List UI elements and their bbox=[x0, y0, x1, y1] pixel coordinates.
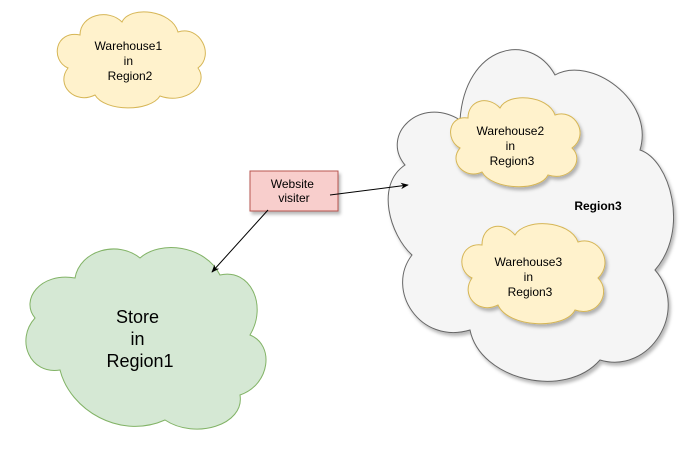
arrow-visitor-to-store[interactable] bbox=[211, 209, 269, 273]
warehouse2-line-3: Region3 bbox=[490, 154, 535, 168]
store-cloud-shape bbox=[25, 247, 267, 430]
store-label: Store in Region1 bbox=[106, 307, 173, 371]
warehouse3-cloud-shape bbox=[461, 223, 606, 325]
website-visitor-box bbox=[249, 170, 339, 212]
warehouse3-line-3: Region3 bbox=[508, 285, 553, 299]
arrow-visitor-to-region3[interactable] bbox=[329, 182, 409, 196]
warehouse1-line-1: Warehouse1 bbox=[95, 39, 163, 53]
warehouse2-label: Warehouse2 in Region3 bbox=[477, 124, 548, 168]
store-line-2: in bbox=[130, 329, 144, 349]
warehouse1-line-2: in bbox=[124, 54, 133, 68]
website-visitor-line-2: visiter bbox=[278, 191, 309, 205]
website-visitor-node[interactable]: Website visiter bbox=[249, 170, 339, 212]
warehouse3-line-1: Warehouse3 bbox=[495, 255, 563, 269]
warehouse2-cloud-shape bbox=[450, 97, 581, 188]
warehouse1-label: Warehouse1 in Region2 bbox=[95, 39, 166, 83]
region3-label: Region3 bbox=[574, 199, 622, 213]
warehouse3-label: Warehouse3 in Region3 bbox=[495, 255, 566, 299]
warehouse3-cloud[interactable]: Warehouse3 in Region3 bbox=[461, 223, 606, 325]
store-line-3: Region1 bbox=[106, 351, 173, 371]
website-visitor-label: Website visiter bbox=[271, 177, 317, 205]
warehouse3-line-2: in bbox=[524, 270, 533, 284]
warehouse1-cloud-shape bbox=[56, 11, 206, 109]
warehouse2-cloud[interactable]: Warehouse2 in Region3 bbox=[450, 97, 581, 188]
store-line-1: Store bbox=[116, 307, 159, 327]
warehouse2-line-1: Warehouse2 bbox=[477, 124, 545, 138]
warehouse1-cloud[interactable]: Warehouse1 in Region2 bbox=[56, 11, 206, 109]
warehouse1-line-3: Region2 bbox=[108, 69, 153, 83]
warehouse2-line-2: in bbox=[506, 139, 515, 153]
store-cloud[interactable]: Store in Region1 bbox=[25, 247, 267, 430]
website-visitor-line-1: Website bbox=[271, 177, 314, 191]
